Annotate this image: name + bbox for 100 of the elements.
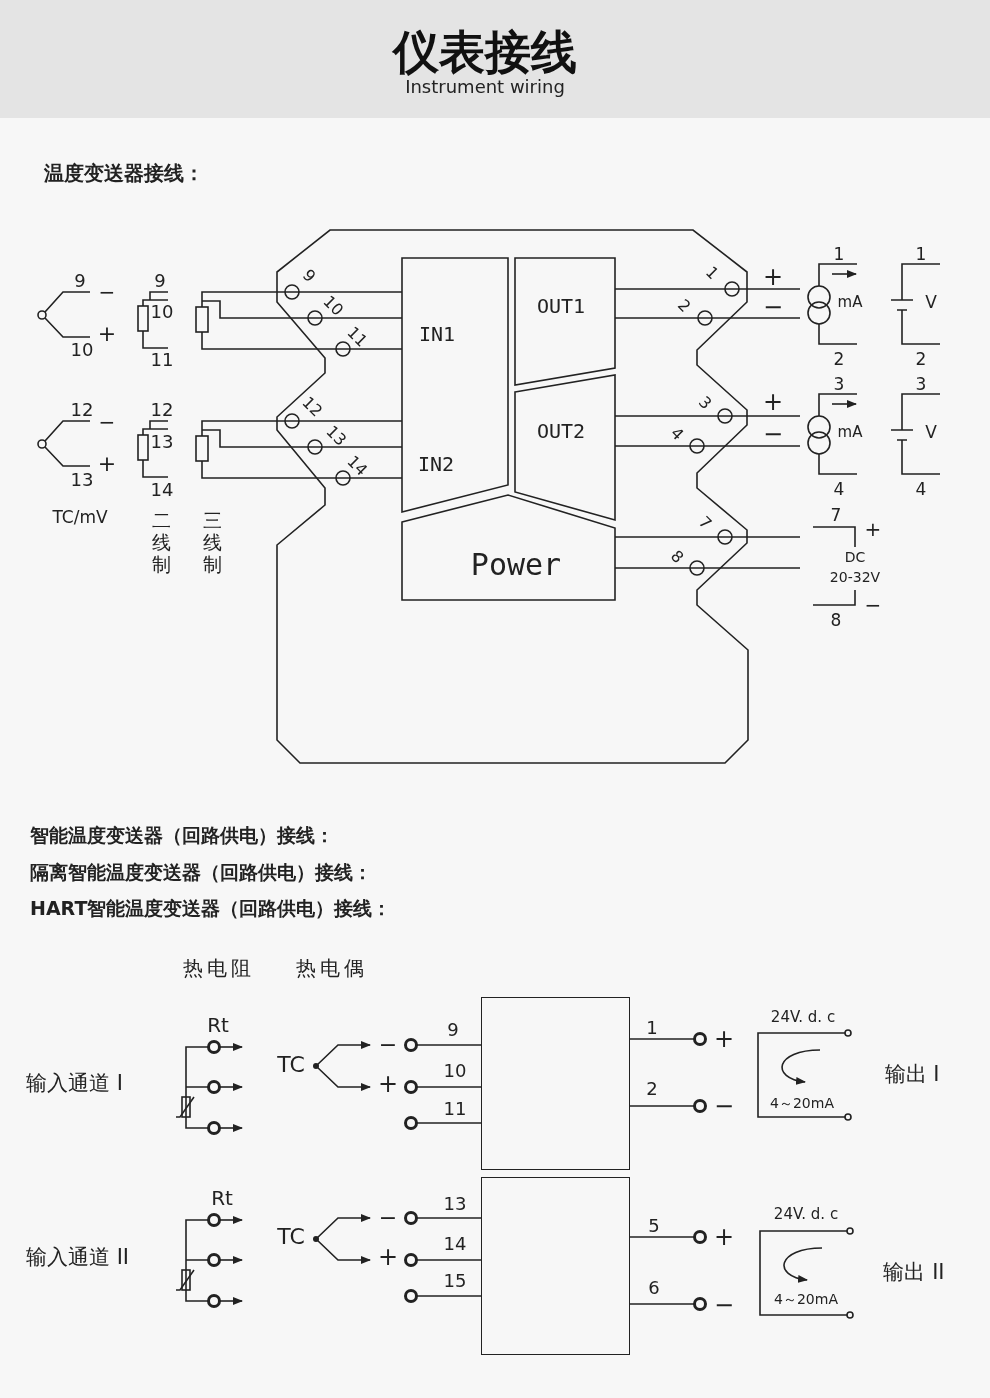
terminal-number: 11 (443, 1100, 467, 1118)
terminal-number: 10 (443, 1062, 467, 1080)
terminal-number: 15 (443, 1272, 467, 1290)
terminal-number: 2 (674, 296, 694, 316)
block-label: OUT1 (536, 296, 586, 316)
block-label: Power (470, 550, 562, 580)
block-label: IN2 (417, 454, 455, 474)
supply-label: DC (844, 550, 866, 564)
polarity-sign: − (378, 1034, 398, 1056)
terminal-number: 14 (150, 481, 174, 499)
terminal-number: 12 (150, 401, 174, 419)
supply-label: 24V. d. c (770, 1009, 836, 1025)
wiring-type-label: 二线制 (151, 510, 171, 576)
section-heading: 隔离智能温度变送器（回路供电）接线： (30, 862, 372, 882)
unit-label: V (925, 423, 937, 441)
polarity-sign: − (378, 1207, 398, 1229)
sensor-type-label: TC (277, 1054, 305, 1076)
polarity-sign: + (97, 453, 117, 475)
terminal-number: 2 (646, 1080, 658, 1098)
unit-label: mA (837, 294, 863, 310)
supply-label: 20-32V (829, 570, 881, 584)
terminal-number: 10 (150, 303, 174, 321)
power-block (402, 495, 615, 600)
terminal-number: 12 (299, 394, 325, 420)
polarity-sign: + (762, 265, 784, 289)
terminal-number: 8 (830, 611, 842, 629)
polarity-sign: + (762, 390, 784, 414)
terminal-number: 7 (695, 513, 715, 533)
channel-label: 输入通道 II (26, 1246, 130, 1268)
polarity-sign: + (713, 1027, 735, 1051)
polarity-sign: − (98, 282, 116, 302)
terminal-number: 3 (833, 375, 845, 393)
terminal-number: 4 (915, 480, 927, 498)
wiring-type-label: 三线制 (202, 510, 222, 576)
terminal-number: 8 (667, 547, 687, 567)
section-heading: 温度变送器接线： (44, 163, 204, 183)
polarity-sign: + (377, 1072, 399, 1096)
terminal-number: 3 (695, 393, 715, 413)
polarity-sign: + (97, 323, 117, 345)
polarity-sign: + (377, 1245, 399, 1269)
terminal-number: 14 (344, 453, 370, 479)
terminal-number: 9 (299, 266, 319, 286)
terminal-number: 5 (648, 1217, 660, 1235)
section-heading: HART智能温度变送器（回路供电）接线： (30, 898, 392, 918)
terminal-number: 6 (648, 1279, 660, 1297)
current-range-label: 4～20mA (770, 1096, 834, 1110)
sensor-type-label: TC/mV (52, 508, 108, 526)
polarity-sign: + (864, 519, 882, 539)
terminal-number: 1 (833, 245, 845, 263)
terminal-number: 13 (150, 433, 174, 451)
terminal-number: 1 (646, 1019, 658, 1037)
polarity-sign: − (864, 595, 882, 615)
channel-label: 输出 I (884, 1063, 940, 1085)
module-block (481, 1177, 630, 1355)
sensor-type-label: Rt (211, 1188, 233, 1208)
unit-label: V (925, 293, 937, 311)
terminal-number: 2 (833, 350, 845, 368)
terminal-number: 13 (70, 471, 94, 489)
terminal-number: 7 (830, 506, 842, 524)
polarity-sign: − (713, 1094, 735, 1118)
current-range-label: 4～20mA (774, 1292, 838, 1306)
unit-label: mA (837, 424, 863, 440)
block-label: IN1 (418, 324, 456, 344)
terminal-number: 3 (915, 375, 927, 393)
column-heading: 热电阻 (183, 958, 255, 978)
terminal-number: 10 (320, 293, 346, 319)
terminal-number: 4 (833, 480, 845, 498)
supply-label: 24V. d. c (773, 1206, 839, 1222)
polarity-sign: − (762, 295, 784, 319)
output-block (515, 258, 615, 385)
section-heading: 智能温度变送器（回路供电）接线： (30, 825, 334, 845)
terminal-number: 11 (344, 324, 370, 350)
subtitle: Instrument wiring (405, 78, 565, 96)
polarity-sign: + (713, 1225, 735, 1249)
polarity-sign: − (713, 1293, 735, 1317)
terminal-number: 4 (667, 424, 687, 444)
terminal-number: 9 (74, 272, 86, 290)
terminal-number: 2 (915, 350, 927, 368)
channel-label: 输入通道 I (26, 1072, 123, 1094)
terminal-number: 1 (915, 245, 927, 263)
terminal-number: 10 (70, 341, 94, 359)
terminal-number: 13 (443, 1195, 467, 1213)
module-block (481, 997, 630, 1170)
terminal-number: 11 (150, 351, 174, 369)
terminal-number: 9 (154, 272, 166, 290)
terminal-number: 13 (323, 423, 349, 449)
column-heading: 热电偶 (296, 958, 368, 978)
channel-label: 输出 II (883, 1261, 945, 1283)
module-housing (277, 230, 748, 763)
polarity-sign: − (98, 412, 116, 432)
terminal-number: 12 (70, 401, 94, 419)
polarity-sign: − (762, 422, 784, 446)
output-block (515, 375, 615, 520)
page-title: 仪表接线 (393, 29, 577, 75)
block-label: OUT2 (536, 421, 586, 441)
sensor-type-label: TC (277, 1226, 305, 1248)
terminal-number: 14 (443, 1235, 467, 1253)
sensor-type-label: Rt (207, 1015, 229, 1035)
terminal-number: 9 (447, 1021, 459, 1039)
input-block (402, 258, 508, 512)
